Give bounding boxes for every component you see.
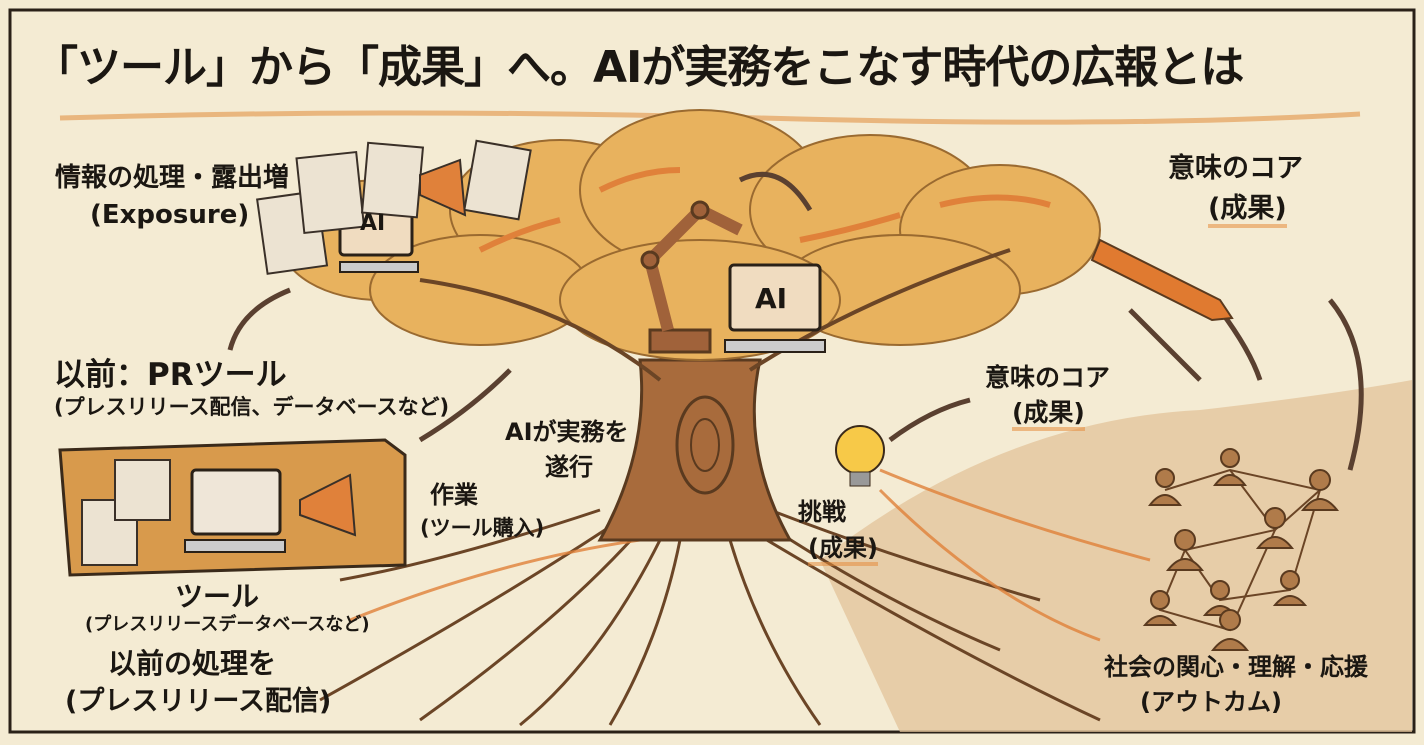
core-mid-sub: (成果) (1012, 400, 1085, 431)
tool-sub: (プレスリリースデータベースなど) (85, 614, 370, 635)
monitor-label: AI (360, 211, 386, 236)
megaphone-icon (419, 158, 467, 217)
society-sub: (アウトカム) (1140, 688, 1282, 716)
page-title: 「ツール」から「成果」へ。AIが実務をこなす時代の広報とは (34, 42, 1244, 93)
ai-exec-line2: 遂行 (545, 453, 593, 481)
people-icons (1142, 448, 1340, 651)
lightbulb-icon (835, 425, 885, 487)
tool-title: ツール (175, 580, 260, 613)
tree-trunk (597, 358, 793, 542)
trunk-knot (675, 395, 735, 495)
prev-process-title: 以前の処理を (108, 647, 277, 680)
brown-arrows (227, 171, 1364, 471)
challenge-title: 挑戦 (798, 498, 846, 526)
work-sub: (ツール購入) (420, 516, 545, 540)
pr-tool-title: 以前：PRツール (54, 357, 287, 393)
core-mid-title: 意味のコア (985, 363, 1111, 392)
flow-arrows (478, 167, 1051, 253)
ai-exec-line1: AIが実務を (505, 418, 629, 446)
work-title: 作業 (430, 481, 478, 509)
exposure-title: 情報の処理・露出増 (55, 163, 290, 193)
tool-box (58, 438, 407, 577)
prev-process-sub: (プレスリリース配信) (65, 686, 332, 717)
core-top-title: 意味のコア (1168, 153, 1303, 184)
challenge-sub: (成果) (808, 536, 878, 566)
hill (820, 380, 1412, 732)
frame-border (8, 8, 1416, 734)
society-title: 社会の関心・理解・応援 (1104, 653, 1368, 681)
title-underline (59, 110, 1361, 125)
roots (319, 508, 1101, 727)
pr-tool-sub: (プレスリリース配信、データベースなど) (54, 395, 450, 419)
exposure-sub: (Exposure) (90, 200, 250, 230)
orange-roots (349, 468, 1151, 642)
monitor-label: AI (755, 282, 788, 315)
monitor-icon (724, 263, 826, 353)
document-icons (256, 139, 532, 275)
robot-arm-icon (640, 200, 743, 354)
core-top-sub: (成果) (1208, 195, 1287, 228)
crayon-icon (1090, 238, 1234, 322)
